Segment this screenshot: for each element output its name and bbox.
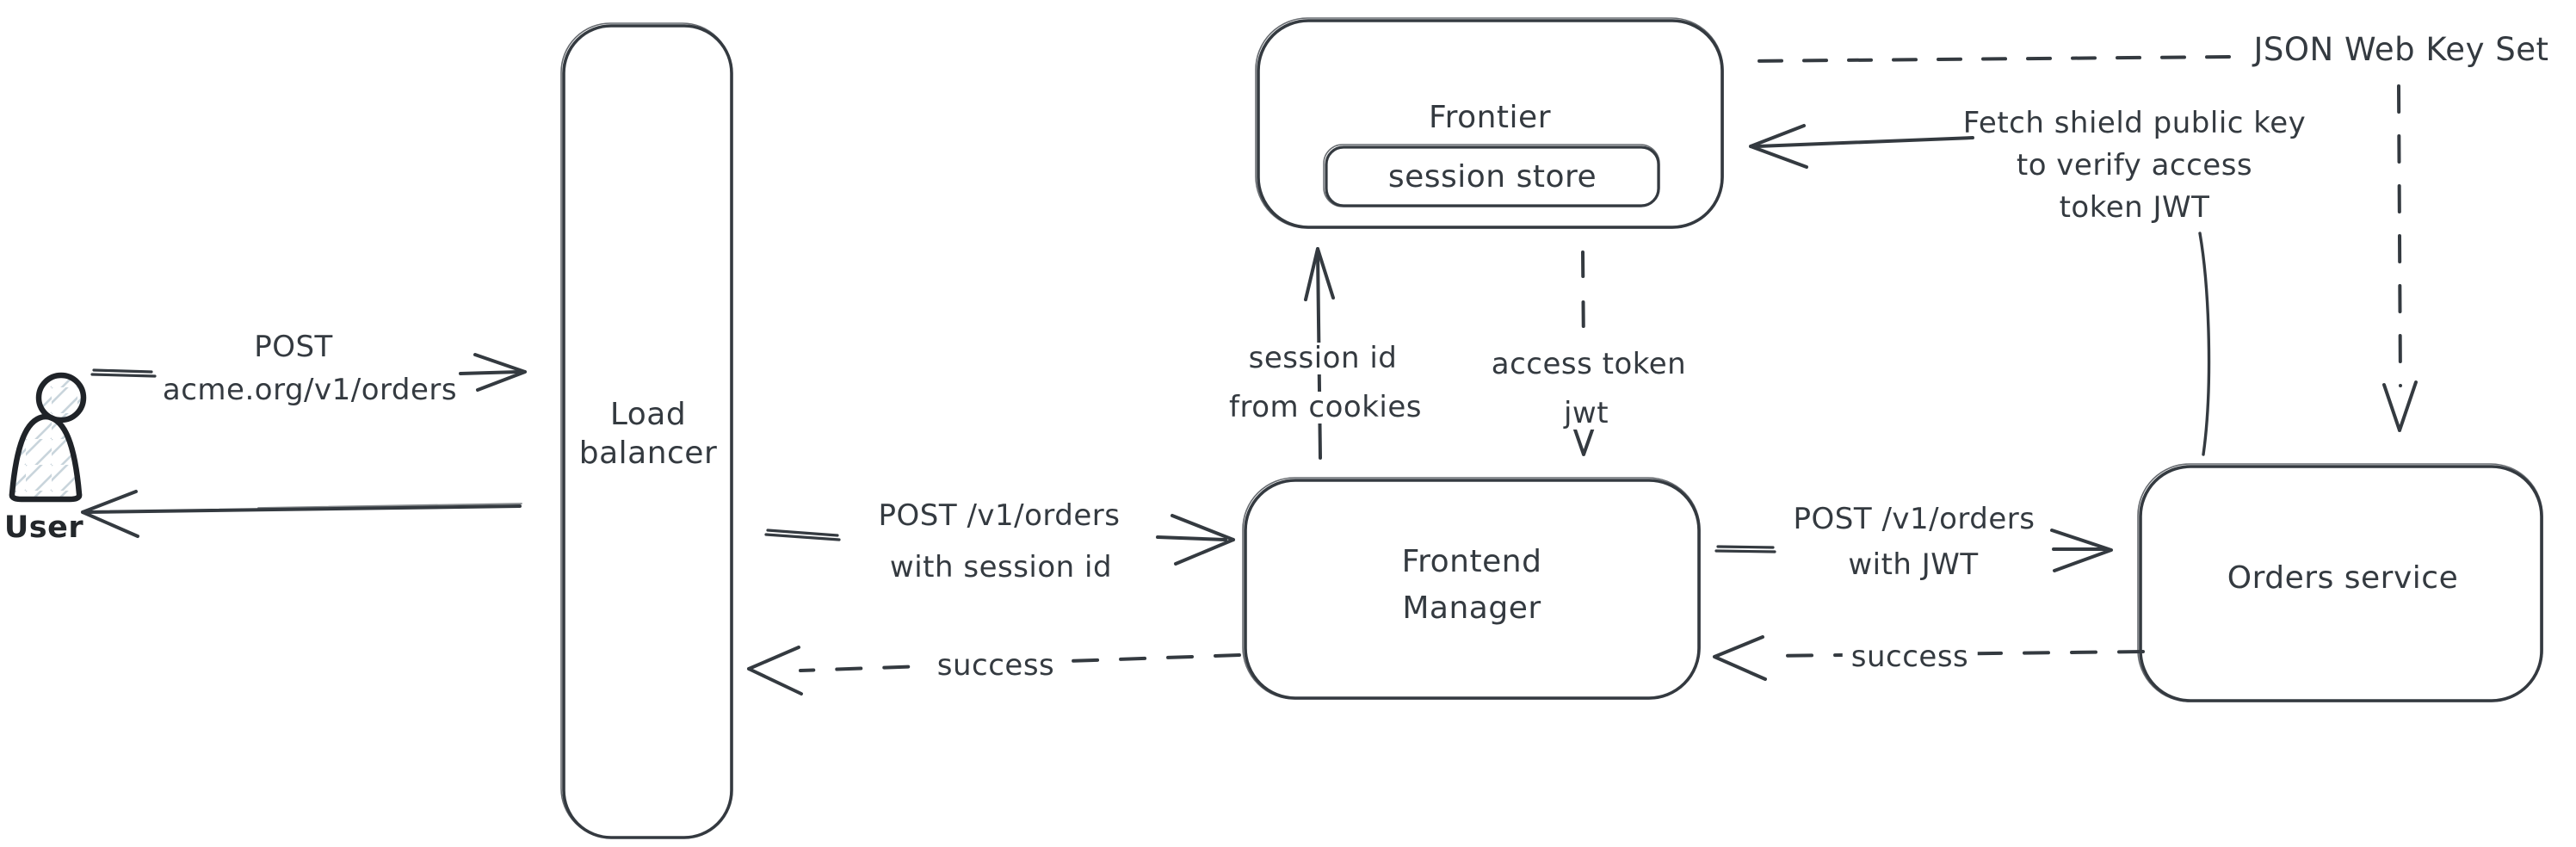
edge-label-access-token-line1: access token bbox=[1482, 348, 1696, 381]
edge-label-post-session-line1: POST /v1/orders bbox=[878, 498, 1121, 533]
load-balancer-box bbox=[560, 22, 733, 839]
jwks-dashed-connector bbox=[1742, 55, 2418, 432]
fetch-key-label-line2: to verify access bbox=[2016, 148, 2253, 182]
edge-label-post-acme-line1: POST bbox=[254, 330, 333, 364]
arrow-fm-to-lb-success bbox=[747, 646, 1241, 696]
edge-label-post-acme-line2: acme.org/v1/orders bbox=[162, 373, 458, 407]
fetch-key-label-line1: Fetch shield public key bbox=[1962, 106, 2307, 140]
edge-label-session-id-line1: session id bbox=[1239, 342, 1406, 375]
session-store-label: session store bbox=[1387, 159, 1597, 195]
edge-label-access-token-line2: jwt bbox=[1554, 397, 1618, 430]
edge-label-success-right: success bbox=[1842, 640, 1978, 674]
frontier-label: Frontier bbox=[1428, 100, 1552, 135]
user-icon bbox=[9, 372, 87, 503]
arrow-fm-to-orders bbox=[1714, 529, 2113, 572]
edge-label-post-jwt-line1: POST /v1/orders bbox=[1793, 502, 2035, 536]
orders-service-box bbox=[2137, 463, 2543, 702]
arrow-orders-to-frontier bbox=[1749, 124, 2211, 456]
fetch-key-label-line3: token JWT bbox=[2059, 190, 2210, 225]
orders-service-label: Orders service bbox=[2227, 560, 2459, 596]
load-balancer-label-line1: Load bbox=[609, 397, 687, 432]
user-label: User bbox=[3, 510, 84, 545]
load-balancer-label-line2: balancer bbox=[578, 436, 718, 471]
arrow-user-to-lb bbox=[90, 353, 527, 392]
frontend-manager-label-line2: Manager bbox=[1402, 590, 1541, 626]
frontier-box bbox=[1255, 17, 1724, 229]
edge-label-success-left: success bbox=[928, 649, 1064, 683]
edge-label-post-jwt-line2: with JWT bbox=[1848, 547, 1979, 582]
arrow-lb-to-fm bbox=[764, 514, 1235, 566]
frontend-manager-box bbox=[1242, 477, 1701, 700]
edge-label-post-session-line2: with session id bbox=[889, 550, 1113, 584]
session-store-box bbox=[1323, 144, 1660, 207]
frontend-manager-label-line1: Frontend bbox=[1401, 544, 1542, 579]
edge-label-session-id-line2: from cookies bbox=[1220, 391, 1430, 424]
arrow-lb-to-user bbox=[81, 490, 522, 538]
jwks-label: JSON Web Key Set bbox=[2253, 31, 2549, 68]
